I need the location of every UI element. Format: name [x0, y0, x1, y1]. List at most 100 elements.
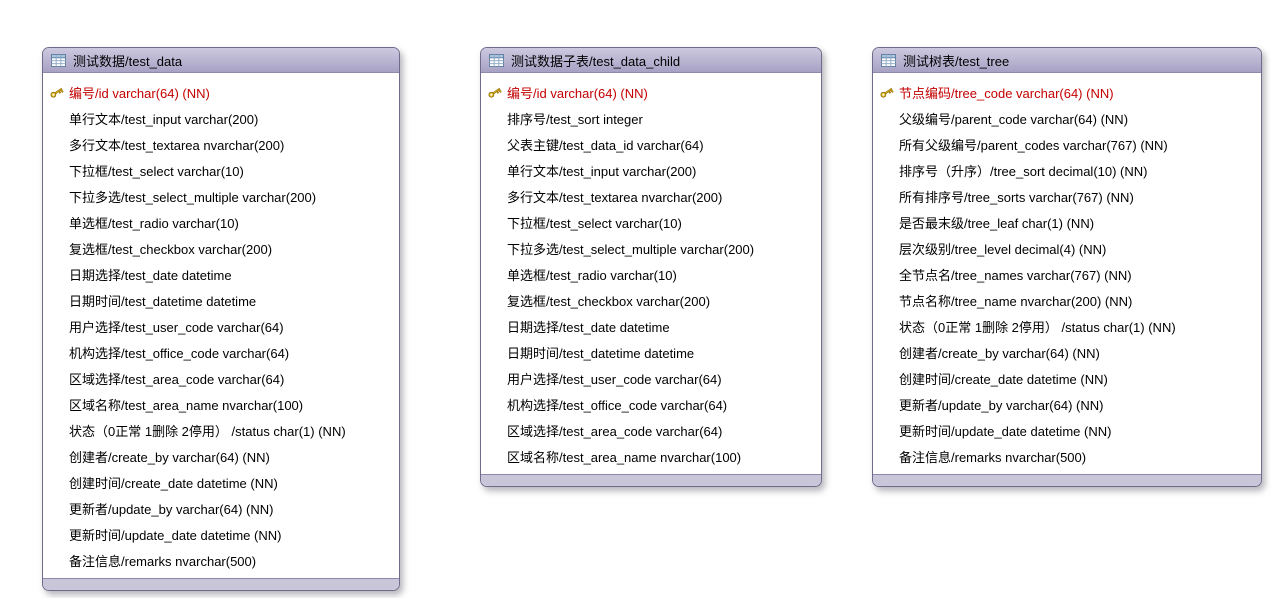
field-label: 节点名称/tree_name nvarchar(200) (NN) — [899, 293, 1133, 309]
table-footer — [873, 474, 1261, 486]
key-icon — [43, 85, 69, 100]
field-label: 编号/id varchar(64) (NN) — [69, 85, 210, 101]
field-row: 区域名称/test_area_name nvarchar(100) — [481, 443, 821, 469]
field-label: 区域选择/test_area_code varchar(64) — [69, 371, 285, 387]
table-header: 测试数据子表/test_data_child — [481, 48, 821, 73]
field-row: 下拉多选/test_select_multiple varchar(200) — [43, 183, 399, 209]
field-label: 所有父级编号/parent_codes varchar(767) (NN) — [899, 137, 1168, 153]
field-row: 机构选择/test_office_code varchar(64) — [43, 339, 399, 365]
table-field-list: 编号/id varchar(64) (NN) 排序号/test_sort inte… — [481, 73, 821, 474]
field-label: 区域名称/test_area_name nvarchar(100) — [69, 397, 304, 413]
table-header: 测试数据/test_data — [43, 48, 399, 73]
field-label: 备注信息/remarks nvarchar(500) — [899, 449, 1087, 465]
field-label: 日期选择/test_date datetime — [69, 267, 232, 283]
table-node-test_data: 测试数据/test_data 编号/id varchar(64) (NN) 单行文… — [42, 47, 400, 591]
field-label: 更新时间/update_date datetime (NN) — [69, 527, 282, 543]
field-row: 日期时间/test_datetime datetime — [481, 339, 821, 365]
field-label: 单选框/test_radio varchar(10) — [69, 215, 239, 231]
field-row: 所有排序号/tree_sorts varchar(767) (NN) — [873, 183, 1261, 209]
field-label: 备注信息/remarks nvarchar(500) — [69, 553, 257, 569]
field-label: 日期时间/test_datetime datetime — [69, 293, 257, 309]
table-header: 测试树表/test_tree — [873, 48, 1261, 73]
field-row: 机构选择/test_office_code varchar(64) — [481, 391, 821, 417]
field-label: 状态（0正常 1删除 2停用） /status char(1) (NN) — [899, 319, 1176, 335]
field-row: 用户选择/test_user_code varchar(64) — [481, 365, 821, 391]
field-row: 下拉框/test_select varchar(10) — [43, 157, 399, 183]
field-label: 更新者/update_by varchar(64) (NN) — [899, 397, 1104, 413]
field-row: 复选框/test_checkbox varchar(200) — [43, 235, 399, 261]
field-row: 单选框/test_radio varchar(10) — [43, 209, 399, 235]
field-label: 用户选择/test_user_code varchar(64) — [507, 371, 722, 387]
field-row: 多行文本/test_textarea nvarchar(200) — [43, 131, 399, 157]
table-grid-icon — [881, 53, 896, 67]
field-row: 创建时间/create_date datetime (NN) — [43, 469, 399, 495]
field-label: 下拉框/test_select varchar(10) — [507, 215, 682, 231]
field-row: 父级编号/parent_code varchar(64) (NN) — [873, 105, 1261, 131]
field-label: 排序号（升序）/tree_sort decimal(10) (NN) — [899, 163, 1148, 179]
table-title: 测试树表/test_tree — [903, 53, 1010, 69]
field-label: 复选框/test_checkbox varchar(200) — [507, 293, 711, 309]
field-label: 排序号/test_sort integer — [507, 111, 643, 127]
field-label: 父表主键/test_data_id varchar(64) — [507, 137, 704, 153]
table-grid-icon — [51, 53, 66, 67]
table-footer — [481, 474, 821, 486]
field-label: 日期选择/test_date datetime — [507, 319, 670, 335]
field-label: 状态（0正常 1删除 2停用） /status char(1) (NN) — [69, 423, 346, 439]
field-row: 更新时间/update_date datetime (NN) — [43, 521, 399, 547]
field-label: 层次级别/tree_level decimal(4) (NN) — [899, 241, 1107, 257]
field-label: 下拉框/test_select varchar(10) — [69, 163, 244, 179]
field-row: 日期时间/test_datetime datetime — [43, 287, 399, 313]
table-node-test_tree: 测试树表/test_tree 节点编码/tree_code varchar(64… — [872, 47, 1262, 487]
key-icon — [873, 85, 899, 100]
field-row: 日期选择/test_date datetime — [43, 261, 399, 287]
field-row: 单行文本/test_input varchar(200) — [43, 105, 399, 131]
field-row-primary-key: 编号/id varchar(64) (NN) — [481, 79, 821, 105]
field-label: 日期时间/test_datetime datetime — [507, 345, 695, 361]
field-label: 单选框/test_radio varchar(10) — [507, 267, 677, 283]
table-grid-icon — [489, 53, 504, 67]
field-row: 排序号（升序）/tree_sort decimal(10) (NN) — [873, 157, 1261, 183]
field-row-primary-key: 节点编码/tree_code varchar(64) (NN) — [873, 79, 1261, 105]
field-row-primary-key: 编号/id varchar(64) (NN) — [43, 79, 399, 105]
field-row: 所有父级编号/parent_codes varchar(767) (NN) — [873, 131, 1261, 157]
field-label: 用户选择/test_user_code varchar(64) — [69, 319, 284, 335]
field-label: 区域名称/test_area_name nvarchar(100) — [507, 449, 742, 465]
field-row: 日期选择/test_date datetime — [481, 313, 821, 339]
field-row: 复选框/test_checkbox varchar(200) — [481, 287, 821, 313]
key-icon — [481, 85, 507, 100]
field-row: 下拉多选/test_select_multiple varchar(200) — [481, 235, 821, 261]
table-node-test_data_child: 测试数据子表/test_data_child 编号/id varchar(64)… — [480, 47, 822, 487]
field-label: 创建时间/create_date datetime (NN) — [899, 371, 1108, 387]
field-row: 状态（0正常 1删除 2停用） /status char(1) (NN) — [43, 417, 399, 443]
field-label: 多行文本/test_textarea nvarchar(200) — [507, 189, 723, 205]
field-label: 更新时间/update_date datetime (NN) — [899, 423, 1112, 439]
table-footer — [43, 578, 399, 590]
field-label: 单行文本/test_input varchar(200) — [507, 163, 697, 179]
field-row: 排序号/test_sort integer — [481, 105, 821, 131]
field-row: 全节点名/tree_names varchar(767) (NN) — [873, 261, 1261, 287]
field-row: 多行文本/test_textarea nvarchar(200) — [481, 183, 821, 209]
field-label: 编号/id varchar(64) (NN) — [507, 85, 648, 101]
field-label: 下拉多选/test_select_multiple varchar(200) — [507, 241, 755, 257]
field-row: 区域名称/test_area_name nvarchar(100) — [43, 391, 399, 417]
field-label: 所有排序号/tree_sorts varchar(767) (NN) — [899, 189, 1134, 205]
field-label: 区域选择/test_area_code varchar(64) — [507, 423, 723, 439]
field-row: 是否最末级/tree_leaf char(1) (NN) — [873, 209, 1261, 235]
field-row: 更新者/update_by varchar(64) (NN) — [43, 495, 399, 521]
field-row: 创建者/create_by varchar(64) (NN) — [873, 339, 1261, 365]
field-row: 更新时间/update_date datetime (NN) — [873, 417, 1261, 443]
field-row: 层次级别/tree_level decimal(4) (NN) — [873, 235, 1261, 261]
field-row: 区域选择/test_area_code varchar(64) — [43, 365, 399, 391]
field-label: 创建时间/create_date datetime (NN) — [69, 475, 278, 491]
field-label: 机构选择/test_office_code varchar(64) — [69, 345, 290, 361]
field-label: 更新者/update_by varchar(64) (NN) — [69, 501, 274, 517]
table-field-list: 编号/id varchar(64) (NN) 单行文本/test_input va… — [43, 73, 399, 578]
field-row: 状态（0正常 1删除 2停用） /status char(1) (NN) — [873, 313, 1261, 339]
field-label: 创建者/create_by varchar(64) (NN) — [69, 449, 270, 465]
field-row: 区域选择/test_area_code varchar(64) — [481, 417, 821, 443]
field-row: 备注信息/remarks nvarchar(500) — [873, 443, 1261, 469]
field-label: 复选框/test_checkbox varchar(200) — [69, 241, 273, 257]
field-label: 节点编码/tree_code varchar(64) (NN) — [899, 85, 1114, 101]
field-row: 下拉框/test_select varchar(10) — [481, 209, 821, 235]
